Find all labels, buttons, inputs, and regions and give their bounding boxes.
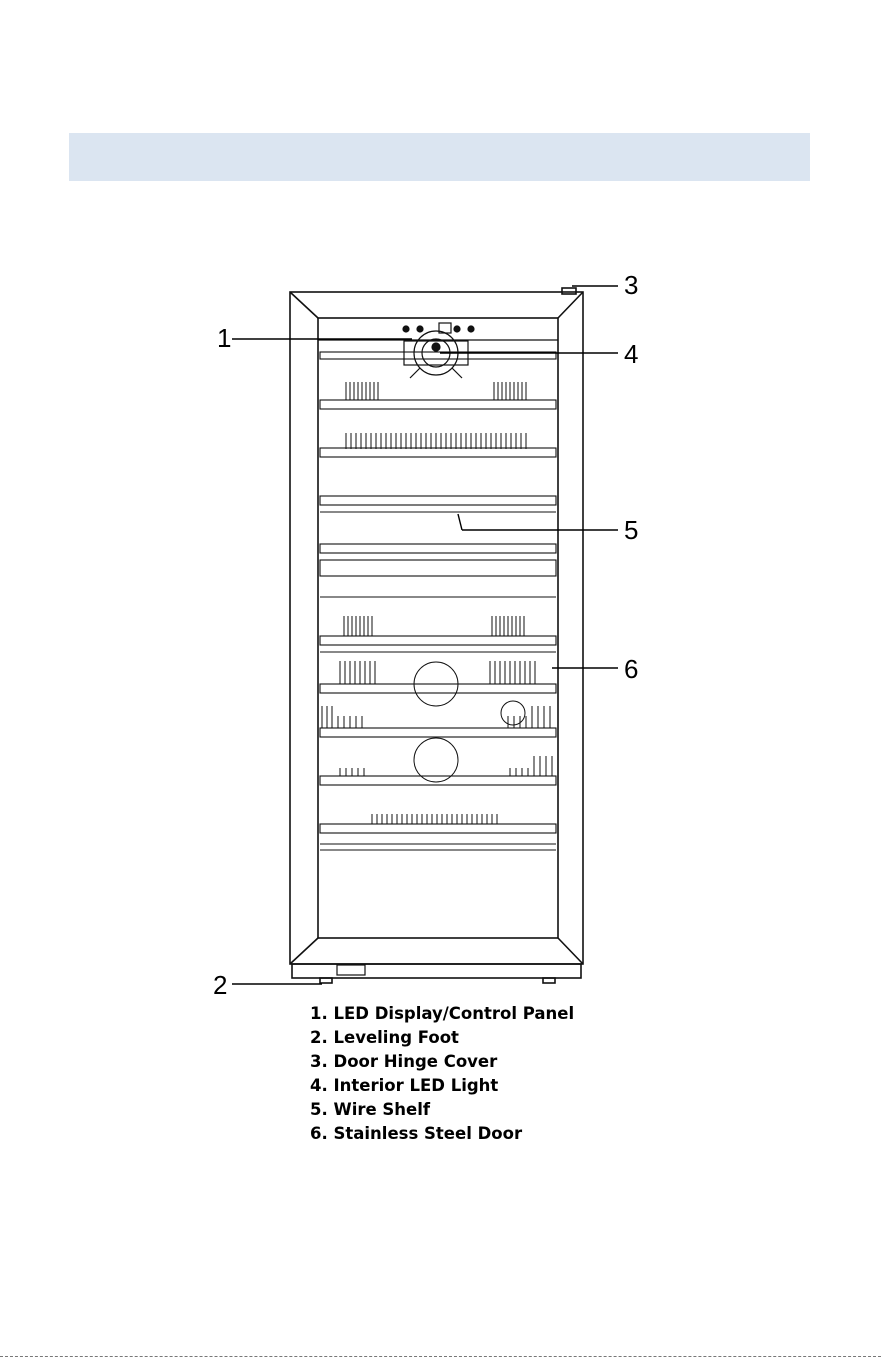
page-bottom-rule: [0, 1356, 881, 1357]
legend-item: 2Leveling Foot: [310, 1026, 574, 1050]
callout-5: 5: [624, 517, 638, 543]
interior-led-light: [404, 331, 468, 378]
legend-item: 1LED Display/Control Panel: [310, 1002, 574, 1026]
leader-5: [458, 514, 462, 530]
leveling-foot-left: [320, 978, 332, 983]
callout-3: 3: [624, 272, 638, 298]
callout-1: 1: [217, 325, 231, 351]
callout-4: 4: [624, 341, 638, 367]
callout-6: 6: [624, 656, 638, 682]
parts-legend: 1LED Display/Control Panel 2Leveling Foo…: [310, 1002, 574, 1146]
legend-item: 4Interior LED Light: [310, 1074, 574, 1098]
callout-2: 2: [213, 972, 227, 998]
door-hinge-cover: [562, 288, 576, 294]
leveling-foot-right: [543, 978, 555, 983]
cabinet-outline: [290, 292, 583, 964]
cabinet-base: [292, 964, 581, 978]
legend-item: 6Stainless Steel Door: [310, 1122, 574, 1146]
door-inner-frame: [318, 318, 558, 938]
legend-item: 3Door Hinge Cover: [310, 1050, 574, 1074]
base-vent: [337, 965, 365, 975]
legend-item: 5Wire Shelf: [310, 1098, 574, 1122]
wire-shelves: [320, 352, 556, 850]
